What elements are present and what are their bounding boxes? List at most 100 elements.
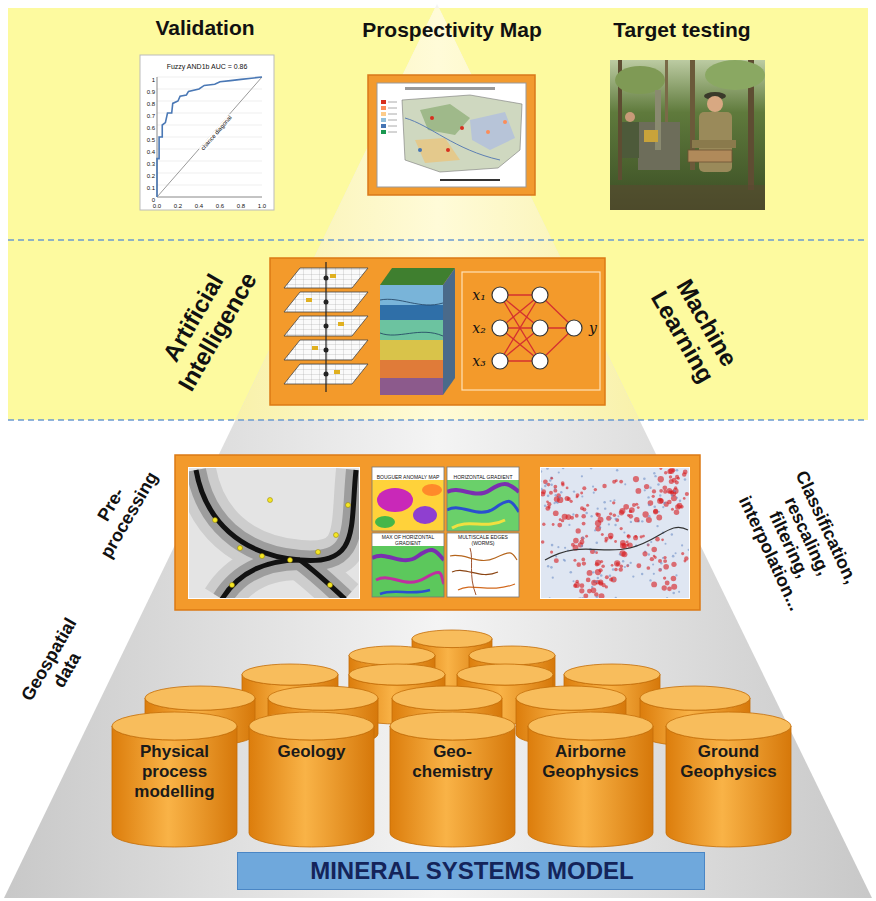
sample-dot	[604, 507, 606, 509]
buffer-map	[188, 467, 360, 599]
neural-network	[462, 272, 600, 390]
sample-dot	[552, 577, 554, 579]
sample-dot	[595, 569, 601, 575]
cylinder-shape	[112, 726, 237, 847]
buffer-map	[213, 498, 351, 588]
sample-dot	[547, 495, 550, 498]
sample-dot	[619, 508, 625, 514]
sample-dot	[595, 581, 597, 583]
sample-dot	[627, 535, 631, 539]
sample-dot	[593, 492, 595, 494]
sample-dot	[644, 484, 649, 489]
sample-dot	[614, 568, 618, 572]
sample-dot	[555, 555, 557, 557]
sample-dot	[619, 553, 621, 555]
roc-curve	[157, 77, 262, 197]
sample-dot	[675, 574, 677, 576]
sample-dot	[658, 498, 662, 502]
sample-dot	[646, 566, 650, 570]
cylinder-shape	[666, 726, 791, 847]
sample-dot	[609, 512, 612, 515]
sample-dot	[614, 540, 617, 543]
cylinder-label: Geo-chemistry	[400, 742, 505, 782]
sample-dot	[658, 511, 660, 513]
sample-dot	[612, 568, 615, 571]
database-cylinder: Geo-chemistry	[390, 712, 515, 847]
sample-dot	[610, 500, 612, 502]
geochemistry-map	[540, 467, 690, 599]
sample-dot	[674, 510, 679, 515]
cylinder-label: Airborne Geophysics	[538, 742, 643, 782]
chart-gridline	[157, 113, 262, 114]
buffer-map	[300, 560, 345, 599]
geophysics-map	[376, 572, 444, 584]
geophysics-map	[447, 480, 519, 531]
axis-tick: 0.8	[147, 101, 155, 108]
neural-network	[500, 295, 574, 361]
label-holder: 0.6	[210, 194, 230, 212]
sample-dot	[622, 560, 624, 562]
prospectivity-map	[503, 120, 507, 124]
label-holder: 1	[139, 68, 155, 86]
buffer-map	[196, 470, 356, 560]
geology-block-model	[380, 378, 443, 395]
ai-panel	[270, 258, 605, 405]
sample-dot	[669, 468, 675, 474]
axis-tick: 0	[152, 197, 155, 204]
label-holder: x₂	[470, 319, 488, 337]
sample-dot	[677, 477, 680, 480]
sample-dot	[667, 586, 672, 591]
grid-layer-stack	[324, 348, 329, 353]
grid-layer-stack	[284, 262, 368, 392]
stage-label: Artificial Intelligence	[144, 246, 267, 403]
geology-block-model	[380, 320, 443, 340]
sample-dot	[576, 495, 579, 498]
cylinder-shape	[666, 712, 791, 740]
node-text-holder: Physical process modelling	[112, 712, 237, 802]
sample-dot	[591, 587, 597, 593]
sample-dot	[617, 515, 619, 517]
grid-layer-stack	[330, 274, 336, 278]
sample-dot	[626, 541, 629, 544]
buffer-map	[300, 560, 345, 599]
sample-dot	[672, 478, 677, 483]
sample-dot	[569, 571, 572, 574]
field-photo	[610, 60, 765, 210]
cylinder-shape	[390, 726, 515, 847]
model-banner: MINERAL SYSTEMS MODEL	[237, 852, 705, 890]
sample-dot	[656, 525, 658, 527]
database-cylinder	[457, 664, 553, 685]
sample-dot	[573, 584, 577, 588]
geophysics-map	[447, 546, 519, 597]
sample-dot	[573, 490, 575, 492]
map-title: HORIZONTAL GRADIENT	[454, 475, 513, 481]
chart-gridline	[157, 125, 262, 126]
node-text-holder: Ground Geophysics	[666, 712, 791, 782]
sample-dot	[547, 565, 549, 567]
level-divider	[8, 239, 868, 241]
label-holder: Validation	[105, 16, 305, 40]
sample-dot	[667, 500, 672, 505]
geology-block-model	[380, 268, 455, 395]
buffer-map	[328, 583, 333, 588]
sample-dot	[651, 581, 657, 587]
geophysics-map	[372, 467, 444, 531]
geophysics-map	[447, 533, 519, 597]
buffer-map	[222, 560, 300, 599]
sample-dot	[628, 514, 633, 519]
sample-dot	[595, 541, 598, 544]
roc-chart	[140, 55, 274, 210]
input-variable: x₃	[472, 353, 486, 369]
sample-dot	[558, 496, 561, 499]
cylinder-shape	[249, 726, 374, 847]
sample-dot	[629, 510, 632, 513]
sample-dot	[550, 551, 553, 554]
axis-tick: 0.2	[147, 173, 155, 180]
sample-dot	[581, 495, 583, 497]
sample-dot	[609, 577, 613, 581]
sample-dot	[571, 543, 575, 547]
sample-dot	[614, 524, 616, 526]
